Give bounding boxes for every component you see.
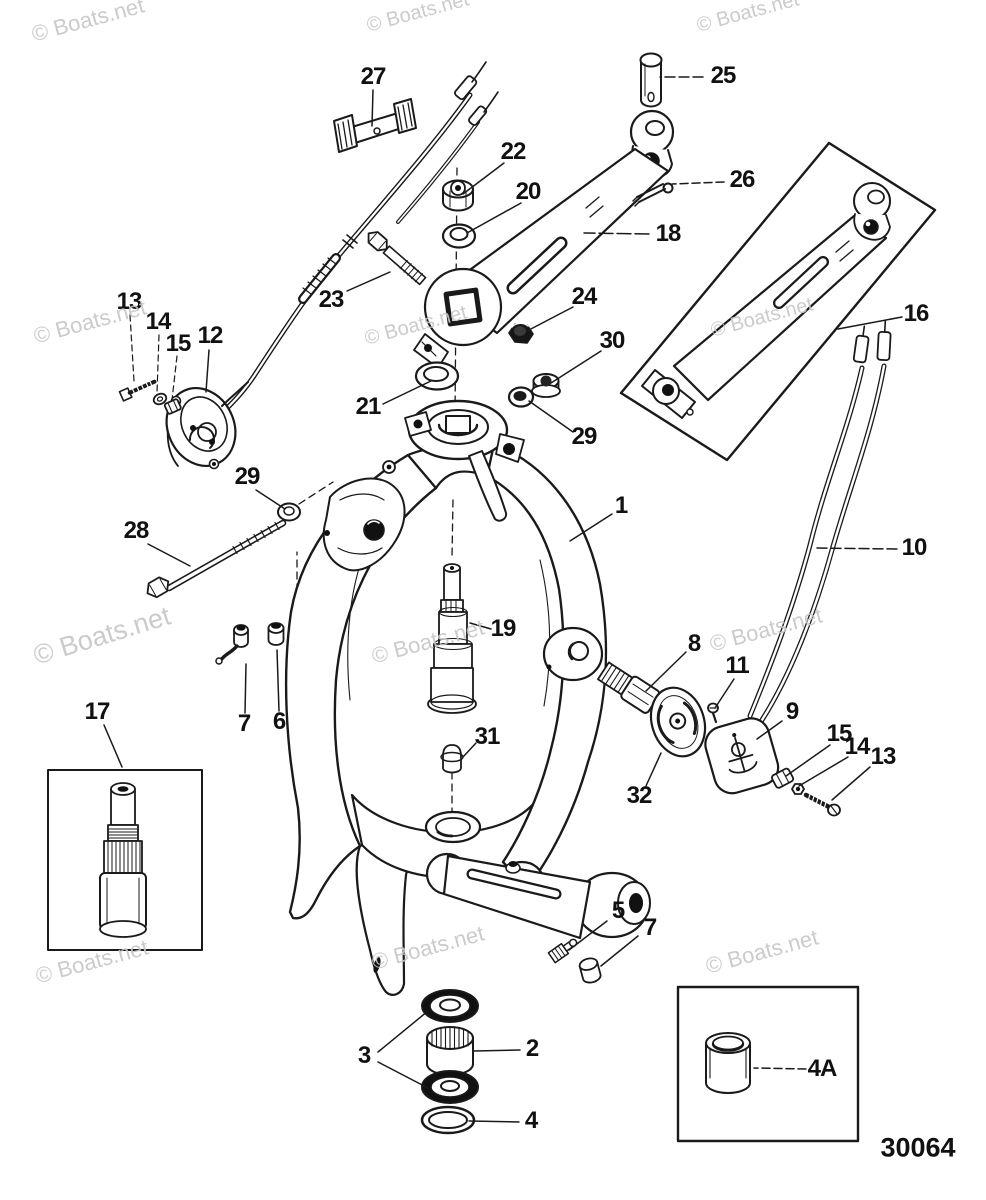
callout-4A: 4A: [807, 1055, 838, 1082]
part-7-elbow-fitting: [215, 624, 249, 665]
callout-30: 30: [599, 327, 626, 354]
part-4a-bushing-box: [676, 985, 860, 1143]
callout-17: 17: [84, 698, 111, 725]
part-12-ground-plate: [165, 381, 249, 470]
callout-20: 20: [515, 178, 542, 205]
callout-22: 22: [500, 138, 527, 165]
part-3-seal-upper: [421, 989, 479, 1023]
part-9-anode-cover: [704, 717, 780, 795]
callout-28: 28: [123, 517, 150, 544]
part-18-steering-arm: [413, 109, 675, 369]
callout-21: 21: [355, 393, 382, 420]
diagram-number: 30064: [880, 1132, 956, 1163]
callout-15-left: 15: [165, 330, 192, 357]
part-1-gimbal-ring: [284, 399, 608, 996]
callout-leader-lines: [103, 76, 903, 1123]
part-15-sleeve-left: [163, 398, 182, 415]
callout-10: 10: [901, 534, 928, 561]
callout-19: 19: [490, 615, 517, 642]
part-29-washer-upper: [507, 386, 535, 408]
callout-18: 18: [655, 220, 682, 247]
callout-7-left: 7: [237, 710, 251, 737]
part-4-oring: [420, 1105, 476, 1135]
callout-31: 31: [474, 723, 501, 750]
part-17-steering-pin-kit-box: [47, 769, 203, 951]
callout-24: 24: [571, 283, 598, 310]
callout-8: 8: [687, 630, 701, 657]
callout-14-left: 14: [145, 308, 172, 335]
callout-25: 25: [710, 62, 737, 89]
callout-2: 2: [525, 1035, 539, 1062]
callout-27: 27: [360, 63, 387, 90]
callout-32: 32: [626, 782, 653, 809]
callout-29-left: 29: [234, 463, 261, 490]
part-31-plug: [440, 744, 464, 774]
part-10-trim-cables: [747, 320, 892, 723]
part-13-screw-left: [118, 379, 157, 402]
part-6-plug-fitting: [267, 622, 285, 646]
callout-29-upper: 29: [571, 423, 598, 450]
part-19-steering-pin: [427, 563, 477, 714]
part-5-grease-fitting: [547, 938, 578, 964]
part-7-plug-bottom: [578, 957, 602, 984]
part-24-nut: [508, 322, 534, 344]
part-22-locknut: [442, 179, 474, 212]
callout-26: 26: [729, 166, 756, 193]
part-30-nut: [531, 373, 561, 398]
part-25-clevis-pin: [639, 52, 663, 108]
part-3-seal-lower: [421, 1070, 479, 1104]
part-26-cotter-pin: [632, 182, 674, 207]
part-16-arm-kit-box: [619, 141, 937, 462]
part-23-bolt: [367, 231, 427, 286]
callout-16: 16: [903, 300, 930, 327]
part-28-bolt: [146, 519, 287, 599]
callout-1: 1: [614, 492, 628, 519]
callout-3: 3: [357, 1042, 371, 1069]
steering-cable: [211, 61, 499, 423]
part-27-anchor-bracket: [333, 98, 417, 153]
callout-15-right: 15: [826, 720, 853, 747]
callout-13-left: 13: [116, 288, 143, 315]
part-8-stud: [597, 661, 661, 714]
callout-23: 23: [318, 286, 345, 313]
part-15-sleeve-right: [771, 767, 795, 789]
callout-9: 9: [785, 698, 799, 725]
callout-14-right: 14: [844, 733, 871, 760]
callout-4: 4: [524, 1107, 538, 1134]
part-14-nut-right: [791, 783, 805, 795]
callout-6: 6: [272, 708, 286, 735]
part-13-screw-right: [803, 792, 841, 817]
callout-12: 12: [197, 322, 224, 349]
part-32-retainer-plate: [649, 686, 707, 758]
gimbal-bore: [424, 810, 482, 844]
part-20-washer: [441, 223, 477, 249]
part-14-washer-left: [152, 392, 168, 406]
callout-11: 11: [725, 652, 749, 679]
part-2-bearing: [426, 1026, 474, 1076]
callout-7-bottom: 7: [643, 914, 657, 941]
callout-5: 5: [611, 897, 625, 924]
callout-13-right: 13: [870, 743, 897, 770]
lower-swing-arm: [425, 852, 651, 940]
